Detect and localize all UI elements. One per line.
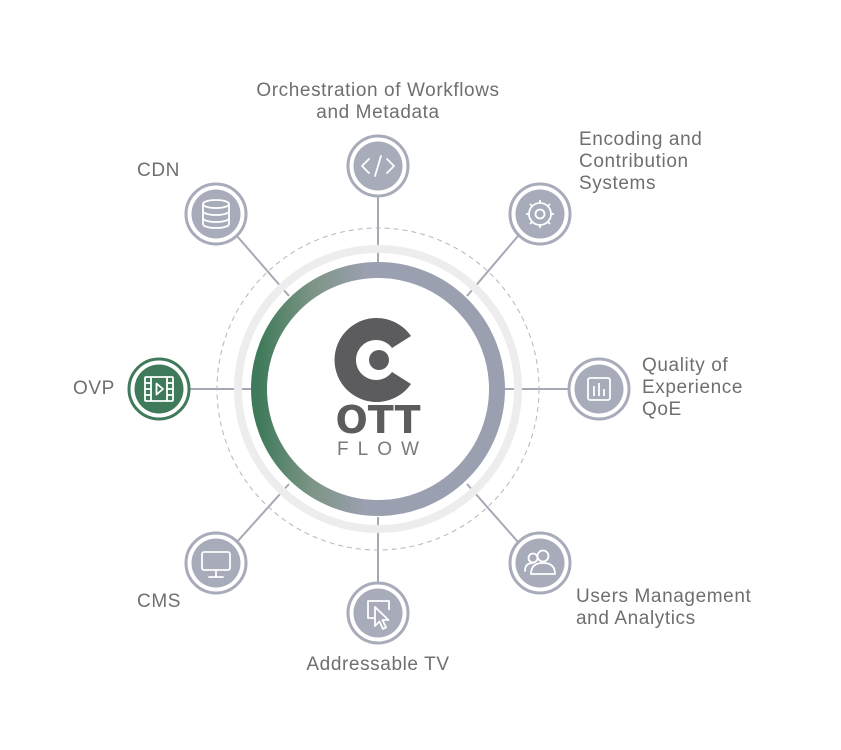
brand-sub-text: FLOW — [337, 439, 428, 460]
label-addressable: Addressable TV — [306, 654, 450, 675]
label-cdn: CDN — [137, 160, 180, 181]
brand-main-text: OTT — [335, 398, 421, 442]
users-icon — [524, 549, 556, 575]
database-icon — [202, 199, 230, 229]
monitor-icon — [201, 551, 231, 578]
label-users: Users Management and Analytics — [576, 586, 752, 629]
node-addressable[interactable] — [346, 581, 410, 645]
node-cms[interactable] — [184, 531, 248, 595]
label-cms: CMS — [137, 591, 182, 612]
cursor-icon — [367, 600, 390, 630]
gear-icon — [526, 200, 554, 228]
label-orchestration: Orchestration of Workflows and Metadata — [256, 80, 500, 123]
label-ovp: OVP — [73, 378, 115, 399]
node-cdn[interactable] — [184, 182, 248, 246]
label-qoe: Quality of Experience QoE — [642, 355, 744, 420]
node-ovp[interactable] — [127, 357, 191, 421]
code-icon — [361, 155, 395, 177]
brand-wordmark: OTT FLOW — [318, 400, 438, 460]
node-orchestration[interactable] — [346, 134, 410, 198]
outer-halo-ring — [234, 245, 522, 533]
ott-flow-logo-icon — [334, 318, 411, 402]
video-icon — [144, 376, 174, 402]
node-qoe[interactable] — [567, 357, 631, 421]
label-encoding: Encoding and Contribution Systems — [579, 129, 703, 194]
dashed-orbit — [216, 227, 540, 551]
node-users[interactable] — [508, 531, 572, 595]
node-encoding[interactable] — [508, 182, 572, 246]
chart-icon — [587, 377, 611, 401]
